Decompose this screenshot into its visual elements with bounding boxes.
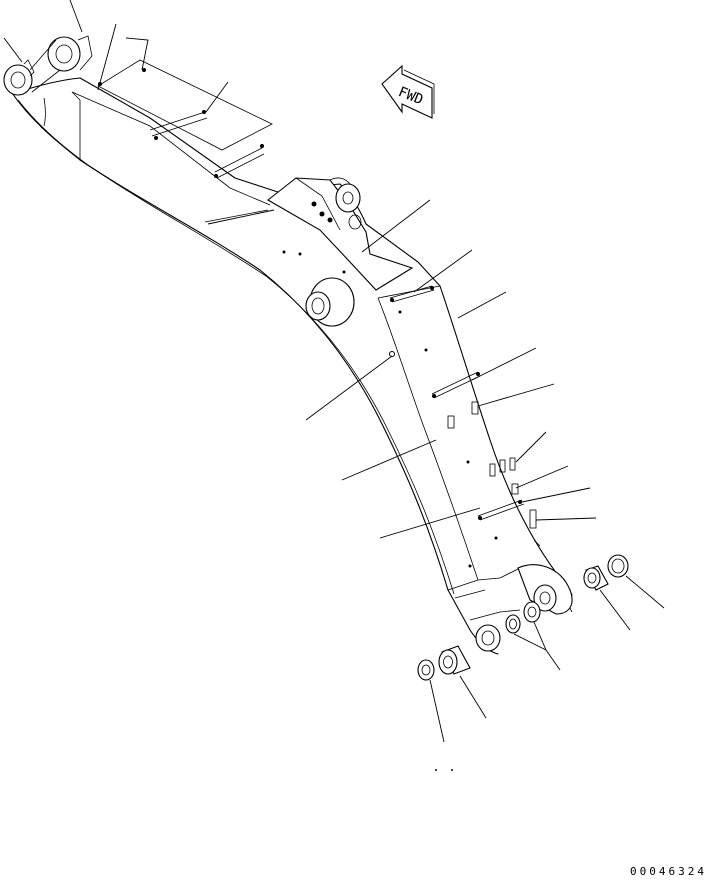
leader-lines xyxy=(3,0,665,743)
fwd-direction-arrow: FWD xyxy=(381,64,435,119)
bushings xyxy=(417,554,629,681)
wear-pads xyxy=(389,285,541,547)
bushing-mid-ring xyxy=(505,614,521,634)
bushing-right-ring xyxy=(607,554,629,578)
top-plates xyxy=(97,59,273,179)
bushing-right-large xyxy=(583,565,609,591)
small-marks xyxy=(435,769,453,771)
arm-cylinder-bracket xyxy=(267,177,414,291)
arm-pin-bosses xyxy=(475,564,573,652)
plug-holes xyxy=(282,250,498,568)
bushing-lower-large xyxy=(438,645,471,675)
boom-cylinder-boss xyxy=(305,277,355,327)
bushing-mid-ring-2 xyxy=(523,601,541,623)
boom-foot-bosses xyxy=(3,35,93,96)
bushing-lower-ring xyxy=(417,659,435,681)
drawing-code: 00046324 xyxy=(630,865,707,878)
boom-body xyxy=(9,77,573,655)
